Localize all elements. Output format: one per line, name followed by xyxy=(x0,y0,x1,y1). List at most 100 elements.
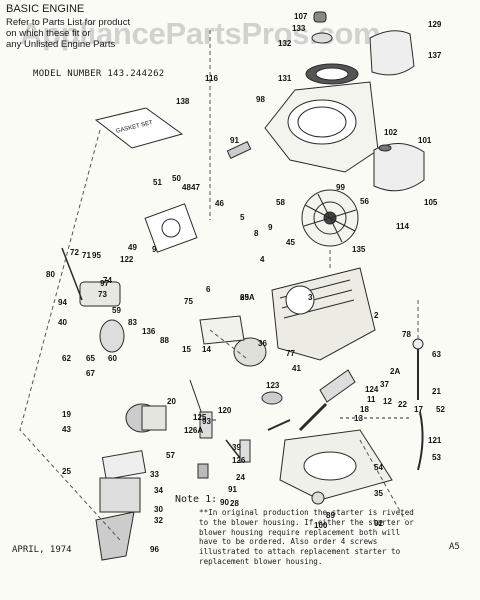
part-callout: 46 xyxy=(215,199,224,208)
part-callout: 25 xyxy=(240,293,249,302)
part-callout: 30 xyxy=(154,505,163,514)
part-callout: 9 xyxy=(268,223,273,232)
cylinder-block xyxy=(271,267,376,361)
muffler xyxy=(199,315,267,367)
part-callout: 65 xyxy=(86,354,95,363)
part-callout: 73 xyxy=(98,290,107,299)
part-callout: 77 xyxy=(286,349,295,358)
part-callout: 28 xyxy=(230,499,239,508)
part-callout: 19 xyxy=(62,410,71,419)
part-callout: 121 xyxy=(428,436,442,445)
note-body: **In original production the starter is … xyxy=(199,508,414,566)
part-callout: 25 xyxy=(62,467,71,476)
diagram-title: BASIC ENGINE xyxy=(6,3,85,15)
part-callout: 50 xyxy=(172,174,181,183)
rewind-starter xyxy=(305,11,359,85)
part-callout: 101 xyxy=(418,136,432,145)
part-callout: 100 xyxy=(314,521,328,530)
part-callout: 95 xyxy=(92,251,101,260)
gasket-set-packet: GASKET SET xyxy=(94,107,184,149)
part-callout: 132 xyxy=(278,39,292,48)
part-callout: 58 xyxy=(276,198,285,207)
part-callout: 5 xyxy=(240,213,245,222)
part-callout: 63 xyxy=(432,350,441,359)
revision-date: APRIL, 1974 xyxy=(12,545,72,555)
part-callout: 54 xyxy=(374,463,383,472)
blower-housing xyxy=(264,81,379,173)
part-callout: 107 xyxy=(294,12,308,21)
part-callout: 53 xyxy=(432,453,441,462)
header-note-line: any Unlisted Engine Parts xyxy=(6,39,116,50)
part-callout: 69A xyxy=(240,293,255,302)
part-callout: 37 xyxy=(380,380,389,389)
part-callout: 94 xyxy=(58,298,67,307)
part-callout: 83 xyxy=(128,318,137,327)
cylinder-head-gasket xyxy=(144,203,198,253)
part-callout: 96 xyxy=(150,545,159,554)
part-callout: 93 xyxy=(202,417,211,426)
part-callout: 34 xyxy=(154,486,163,495)
part-callout: 17 xyxy=(414,405,423,414)
part-callout: 45 xyxy=(286,238,295,247)
part-callout: 80 xyxy=(46,270,55,279)
part-callout: 41 xyxy=(292,364,301,373)
part-callout: 71 xyxy=(82,251,91,260)
part-callout: 13 xyxy=(354,414,363,423)
part-callout: 20 xyxy=(167,397,176,406)
header-note-line: on which these fit or xyxy=(6,28,91,39)
starter-motor xyxy=(125,403,167,433)
part-callout: 88 xyxy=(160,336,169,345)
part-callout: 78 xyxy=(402,330,411,339)
fuel-filter xyxy=(95,450,147,561)
part-callout: 47 xyxy=(191,183,200,192)
part-callout: 59 xyxy=(112,306,121,315)
crankshaft xyxy=(261,369,356,432)
part-callout: 49 xyxy=(128,243,137,252)
part-callout: 91 xyxy=(228,485,237,494)
part-callout: 6 xyxy=(206,285,211,294)
header-note-line: Refer to Parts List for product xyxy=(6,17,131,28)
part-callout: 136 xyxy=(142,327,156,336)
part-callout: 91 xyxy=(230,136,239,145)
part-callout: 124 xyxy=(365,385,379,394)
part-callout: 9 xyxy=(152,245,157,254)
part-callout: 60 xyxy=(108,354,117,363)
assembly-lines xyxy=(19,30,419,541)
part-callout: 18 xyxy=(360,405,369,414)
part-callout: 129 xyxy=(428,20,442,29)
part-callout: 22 xyxy=(398,400,407,409)
part-callout: 15 xyxy=(182,345,191,354)
part-callout: 67 xyxy=(86,369,95,378)
part-callout: 21 xyxy=(432,387,441,396)
part-callout: 35 xyxy=(374,489,383,498)
part-callout: 3 xyxy=(308,293,313,302)
page-code: A5 xyxy=(449,542,460,552)
part-callout: 12 xyxy=(383,397,392,406)
part-callout: 62 xyxy=(62,354,71,363)
part-callout: 2 xyxy=(374,311,379,320)
part-callout: 98 xyxy=(256,95,265,104)
part-callout: 114 xyxy=(396,222,409,231)
part-callout: 137 xyxy=(428,51,442,60)
part-callout: 75 xyxy=(184,297,193,306)
part-callout: 39 xyxy=(232,443,241,452)
part-callout: 92 xyxy=(374,519,383,528)
part-callout: 51 xyxy=(153,178,162,187)
note-title: Note 1: xyxy=(175,494,218,505)
part-callout: 126 xyxy=(232,456,246,465)
part-callout: 90 xyxy=(220,498,229,507)
part-callout: 97 xyxy=(100,279,109,288)
part-callout: 72 xyxy=(70,248,79,257)
part-callout: 14 xyxy=(202,345,211,354)
part-callout: 24 xyxy=(236,473,245,482)
part-callout: 138 xyxy=(176,97,190,106)
part-callout: 131 xyxy=(278,74,292,83)
dipstick xyxy=(412,338,424,471)
part-callout: 43 xyxy=(62,425,71,434)
part-callout: 116 xyxy=(205,74,218,83)
part-callout: 11 xyxy=(367,395,376,404)
model-number: MODEL NUMBER 143.244262 xyxy=(33,69,165,79)
misc-parts xyxy=(61,141,410,505)
part-callout: 133 xyxy=(292,24,306,33)
